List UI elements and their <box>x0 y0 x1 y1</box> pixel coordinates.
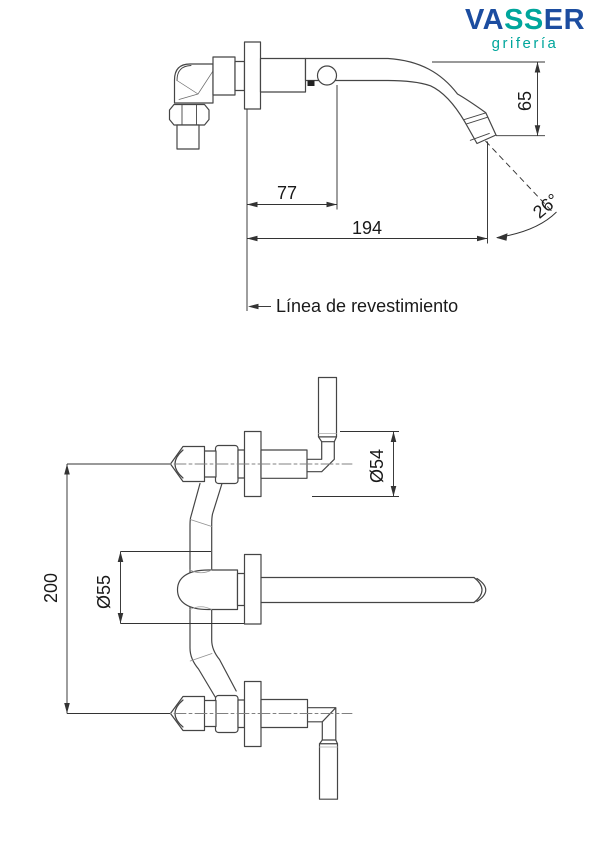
handle-lever <box>318 743 339 800</box>
logo-segment: VA <box>464 4 505 36</box>
side-view-dimensions <box>246 61 557 311</box>
logo-segment: SS <box>504 4 544 36</box>
valve-collar <box>214 694 239 734</box>
covering-line-label: Línea de revestimiento <box>276 296 459 316</box>
dim-label-65: 65 <box>515 90 535 112</box>
hex-nut <box>168 103 210 126</box>
wall-plate <box>243 41 262 110</box>
logo-segment: ER <box>543 4 586 36</box>
spout-hub <box>176 569 239 611</box>
set-screw <box>307 80 315 86</box>
brand-tagline: grifería <box>491 35 559 52</box>
dim-label-200: 200 <box>41 572 61 604</box>
inlet-stub <box>176 124 200 150</box>
side-view <box>168 41 497 150</box>
spout-body <box>259 57 307 93</box>
valve-collar <box>214 444 239 485</box>
spout-tube <box>260 576 475 604</box>
front-view <box>152 376 487 800</box>
spout-front <box>176 553 487 625</box>
stream-line <box>485 140 554 213</box>
spout <box>304 57 497 145</box>
dia-label-55: Ø55 <box>94 574 114 610</box>
spout-escutcheon <box>243 553 262 625</box>
dia-label-54: Ø54 <box>367 448 387 484</box>
brand-name: VASSER <box>458 6 592 35</box>
brand-logo: VASSER grifería <box>458 6 592 52</box>
joint-pin <box>316 65 338 86</box>
dim-label-194: 194 <box>351 218 383 238</box>
handle-lever <box>317 376 338 438</box>
bottom-valve <box>169 680 339 800</box>
supply-elbow-fitting <box>168 56 246 150</box>
dim-label-77: 77 <box>276 183 298 203</box>
aerator-detail <box>463 112 490 141</box>
top-valve <box>169 376 338 498</box>
handle-escutcheon <box>243 680 262 748</box>
front-view-dimensions <box>64 431 399 714</box>
